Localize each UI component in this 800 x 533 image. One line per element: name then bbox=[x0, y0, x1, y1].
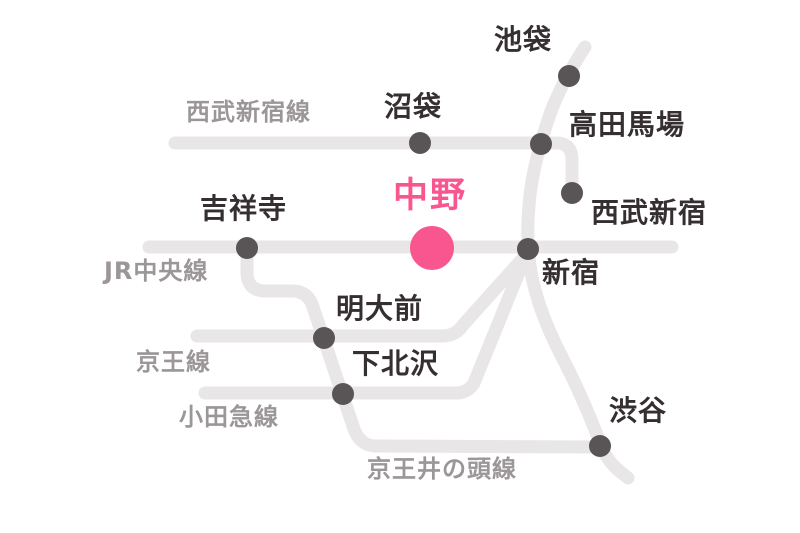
station-label-shibuya: 渋谷 bbox=[609, 394, 668, 427]
station-dot-nakano bbox=[410, 226, 454, 270]
station-dot-meidaimae bbox=[313, 327, 335, 349]
line-label-jr-chuo-line: JR中央線 bbox=[104, 257, 209, 285]
station-label-ikebukuro: 池袋 bbox=[494, 23, 553, 56]
line-label-seibu-shinjuku-line: 西武新宿線 bbox=[186, 98, 311, 126]
station-label-nakano: 中野 bbox=[393, 176, 468, 216]
line-label-keio-line: 京王線 bbox=[136, 348, 211, 376]
station-label-meidaimae: 明大前 bbox=[336, 292, 424, 325]
rail-line-keio-line bbox=[190, 250, 531, 343]
station-dot-numabukuro bbox=[409, 132, 431, 154]
station-dot-shinjuku bbox=[517, 238, 539, 260]
station-dot-takadanobaba bbox=[530, 133, 552, 155]
station-dot-shibuya bbox=[589, 435, 611, 457]
rail-line-odakyu-line bbox=[198, 258, 529, 400]
station-label-takadanobaba: 高田馬場 bbox=[569, 108, 686, 141]
station-label-shinjuku: 新宿 bbox=[542, 256, 601, 289]
station-dot-shimokitazawa bbox=[332, 383, 354, 405]
line-label-odakyu-line: 小田急線 bbox=[179, 403, 279, 431]
station-label-shimokitazawa: 下北沢 bbox=[352, 347, 440, 380]
rail-line-seibu-shinjuku-line bbox=[168, 136, 579, 200]
rail-line-keio-inokashira-line bbox=[240, 243, 605, 454]
station-dot-kichijoji bbox=[236, 237, 258, 259]
station-dot-seibu-shinjuku bbox=[561, 182, 583, 204]
station-label-kichijoji: 吉祥寺 bbox=[200, 192, 288, 225]
station-label-seibu-shinjuku: 西武新宿 bbox=[591, 196, 708, 229]
line-label-keio-inokashira-line: 京王井の頭線 bbox=[367, 455, 517, 483]
station-dot-ikebukuro bbox=[558, 65, 580, 87]
station-label-numabukuro: 沼袋 bbox=[384, 90, 443, 123]
